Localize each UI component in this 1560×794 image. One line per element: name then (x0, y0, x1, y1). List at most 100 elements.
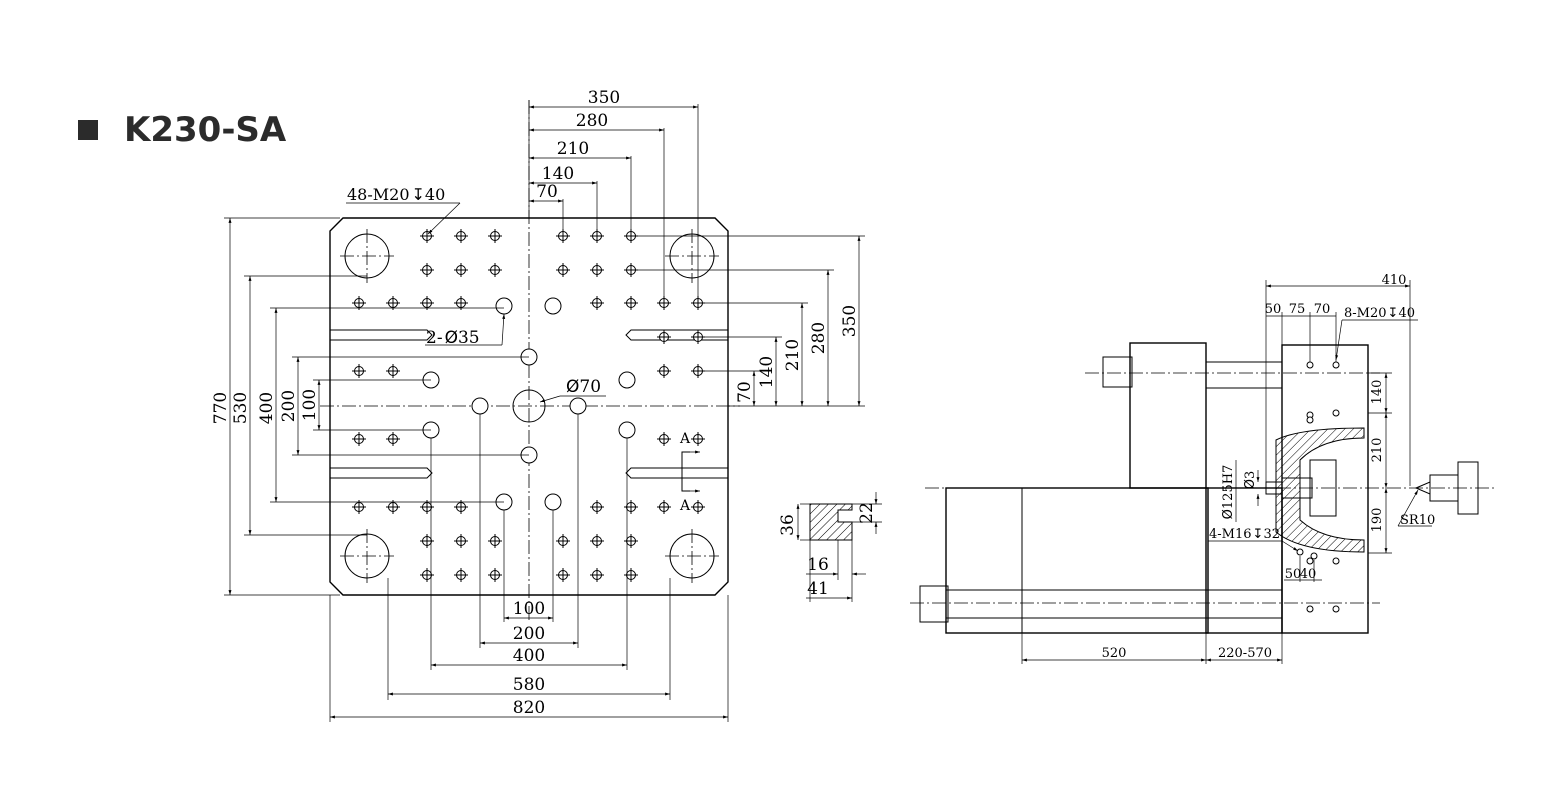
dim-400-bottom: 400 (513, 646, 545, 666)
dim-50-lower: 50 (1285, 567, 1302, 582)
section-mark-bottom: A (679, 498, 691, 514)
dim-350-right: 350 (840, 305, 860, 337)
thread-depth-text: 40 (425, 185, 445, 204)
dim-40-lower: 40 (1300, 567, 1317, 582)
threaded-hole (657, 330, 671, 344)
dim-350-top: 350 (588, 88, 620, 108)
platen-outline (329, 217, 729, 596)
dim-140-right: 140 (757, 356, 777, 388)
threaded-hole (454, 568, 468, 582)
threaded-hole (657, 500, 671, 514)
hole-note: 2-Ø35 (425, 313, 506, 348)
threaded-hole (691, 500, 705, 514)
nozzle-radius: SR10 (1400, 513, 1435, 528)
upper-rod (1102, 356, 1133, 388)
threaded-hole (420, 229, 434, 243)
dim-70-side-top: 70 (1314, 302, 1331, 317)
threaded-hole (420, 500, 434, 514)
threaded-hole (624, 534, 638, 548)
svg-text:48-M20↧40: 48-M20↧40 (347, 185, 445, 204)
dim-210-right: 210 (783, 339, 803, 371)
tie-bar-holes (340, 229, 719, 583)
svg-text:8-M20↧40: 8-M20↧40 (1344, 306, 1415, 321)
threaded-hole (556, 534, 570, 548)
threaded-hole (590, 296, 604, 310)
threaded-hole (352, 432, 366, 446)
side-thread-note: 8-M20 (1344, 306, 1387, 321)
threaded-hole (556, 263, 570, 277)
threaded-hole (420, 534, 434, 548)
dim-70-top: 70 (536, 182, 558, 202)
side-threaded-holes (1296, 361, 1340, 613)
dim-70-right: 70 (735, 381, 755, 403)
threaded-hole (556, 568, 570, 582)
side-view: 410 50 75 70 8-M20↧40 140 210 190 Ø125H7… (910, 273, 1495, 664)
section-marks: A A (679, 431, 700, 514)
injection-nozzle (1414, 461, 1479, 515)
threaded-hole (657, 432, 671, 446)
center-locating-hole (512, 389, 546, 423)
threaded-hole (454, 500, 468, 514)
svg-text:4-M16↧32: 4-M16↧32 (1209, 527, 1280, 542)
dim-100-bottom: 100 (513, 599, 545, 619)
dim-41: 41 (807, 579, 829, 599)
dims-top: 350 280 210 140 70 (528, 88, 699, 306)
dim-280-right: 280 (809, 322, 829, 354)
dim-580-bottom: 580 (513, 675, 545, 695)
threaded-hole (420, 263, 434, 277)
threaded-hole (454, 263, 468, 277)
center-note: Ø70 (539, 377, 606, 403)
dims-bottom: 100 200 400 580 820 (329, 414, 729, 722)
threaded-holes (352, 229, 705, 582)
dim-36: 36 (778, 514, 798, 536)
dim-190-side: 190 (1370, 508, 1385, 533)
dim-22: 22 (857, 502, 877, 524)
dim-75-top: 75 (1289, 302, 1306, 317)
threaded-hole (386, 364, 400, 378)
dim-100-left: 100 (300, 389, 320, 421)
threaded-hole (352, 296, 366, 310)
threaded-hole (624, 296, 638, 310)
threaded-hole (488, 229, 502, 243)
section-view: 36 22 16 41 (778, 492, 882, 602)
drawing-title: K230-SA (78, 100, 286, 160)
dim-220-570: 220-570 (1218, 646, 1272, 661)
section-mark-top: A (679, 431, 691, 447)
t-slot-section (809, 503, 853, 541)
thread-note: 48-M20↧40 (346, 185, 461, 235)
threaded-hole (420, 568, 434, 582)
dims-right: 350 280 210 140 70 (631, 235, 865, 407)
threaded-hole (590, 568, 604, 582)
dim-200-bottom: 200 (513, 624, 545, 644)
svg-text:2-Ø35: 2-Ø35 (426, 328, 480, 348)
threaded-hole (488, 568, 502, 582)
svg-text:Ø3: Ø3 (1243, 471, 1258, 490)
dims-left: 770 530 400 200 100 (211, 217, 529, 596)
threaded-hole (590, 534, 604, 548)
piston-rod (919, 585, 949, 623)
dim-820-bottom: 820 (513, 698, 545, 718)
lower-thread-note: 4-M16 (1209, 527, 1252, 542)
dim-210-top: 210 (557, 139, 589, 159)
clamp-cylinder (945, 487, 1209, 634)
threaded-hole (624, 568, 638, 582)
title-text: K230-SA (124, 110, 287, 150)
locating-ring (1309, 459, 1337, 517)
title-bullet-icon (78, 120, 98, 140)
threaded-hole (691, 432, 705, 446)
bore-note: 125H7 (1221, 465, 1236, 509)
threaded-hole (386, 432, 400, 446)
dim-140-side: 140 (1370, 380, 1385, 405)
threaded-hole (590, 500, 604, 514)
center-note-dia: 70 (579, 377, 601, 397)
lower-thread-depth: 32 (1263, 527, 1280, 542)
dim-530: 530 (231, 392, 251, 424)
dim-410: 410 (1382, 273, 1407, 288)
threaded-hole (352, 500, 366, 514)
dim-200-left: 200 (279, 390, 299, 422)
svg-text:Ø70: Ø70 (566, 377, 601, 397)
nozzle-bushing-section (1275, 427, 1365, 553)
threaded-hole (624, 500, 638, 514)
small-bore-note: 3 (1243, 471, 1258, 479)
hole-note-count: 2- (426, 328, 443, 348)
